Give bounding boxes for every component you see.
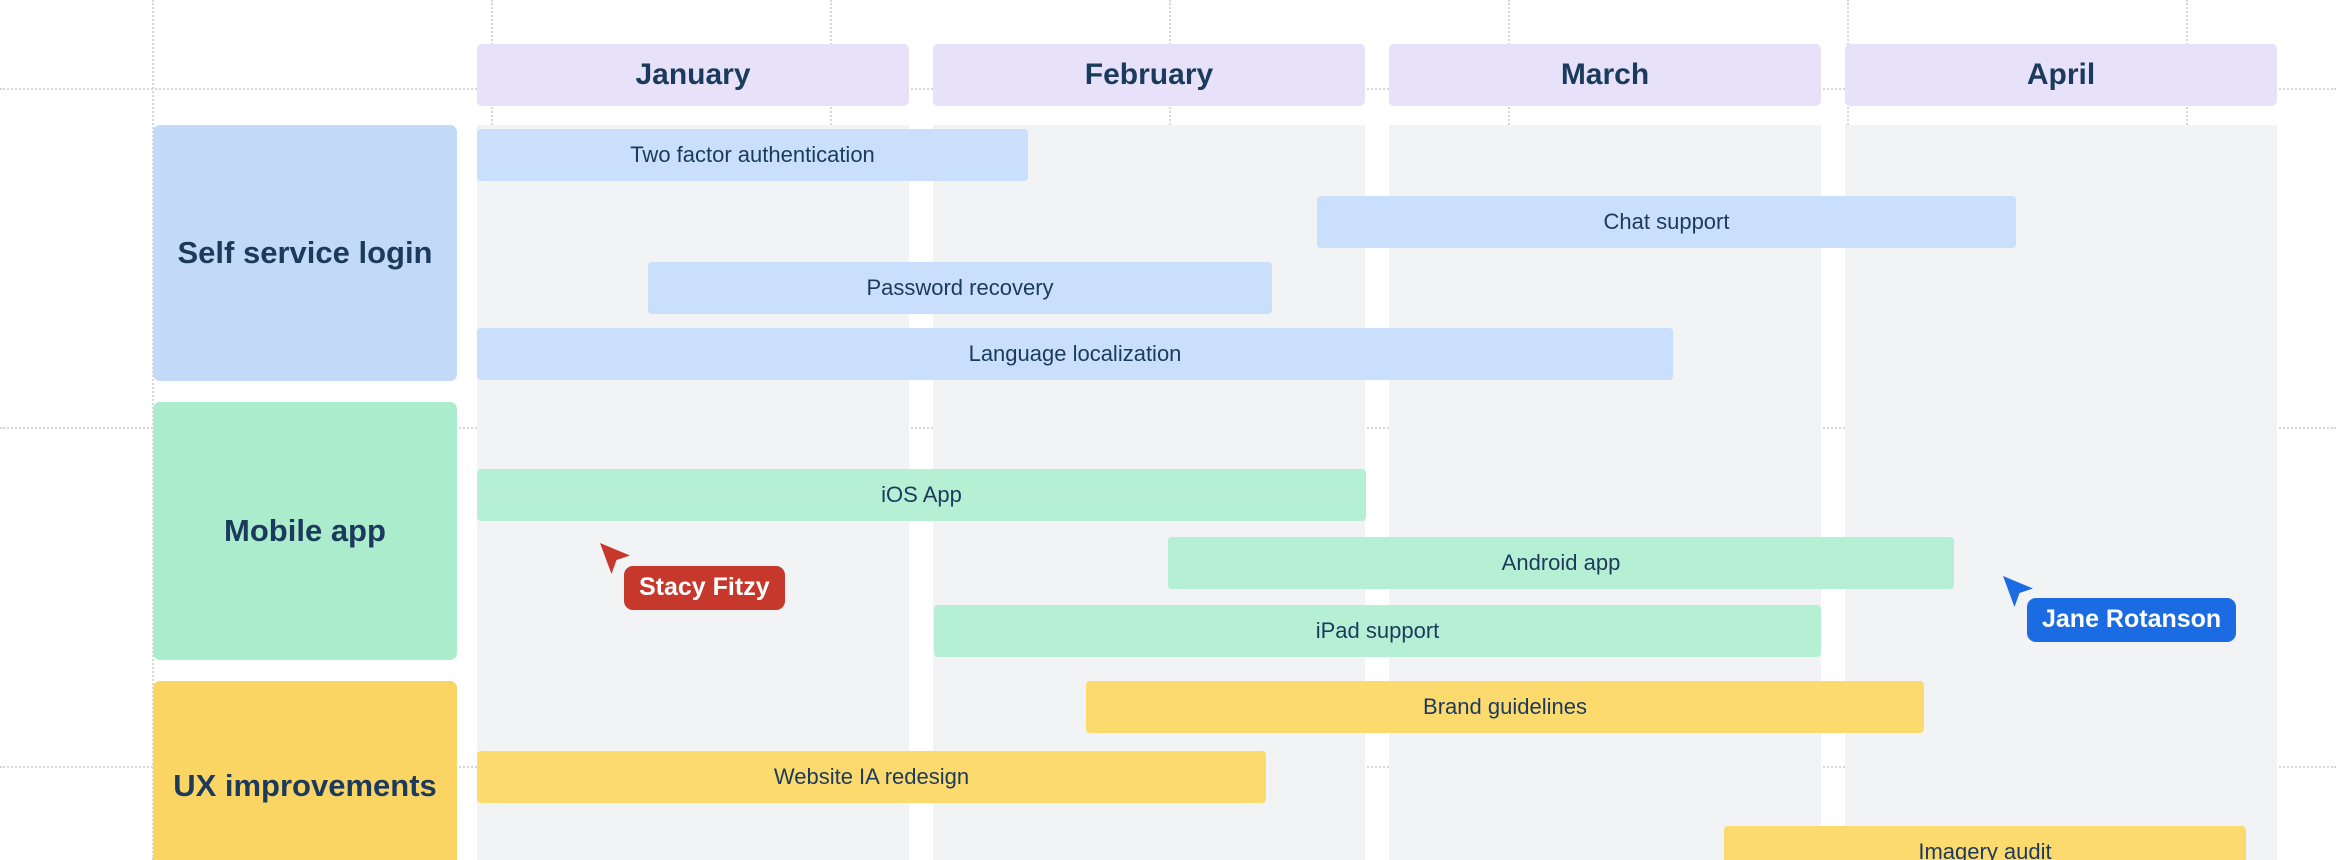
cursor-name-label: Jane Rotanson — [2042, 605, 2222, 633]
task-bar[interactable]: iPad support — [934, 605, 1821, 657]
task-bar[interactable]: Brand guidelines — [1086, 681, 1924, 733]
task-bar[interactable]: Password recovery — [648, 262, 1272, 314]
month-header-march[interactable]: March — [1389, 44, 1821, 106]
month-header-january[interactable]: January — [477, 44, 909, 106]
cursor-name-label: Stacy Fitzy — [639, 573, 770, 601]
month-header-label: April — [2026, 58, 2096, 91]
task-bar-label: Password recovery — [866, 275, 1054, 300]
task-bar-label: Two factor authentication — [630, 142, 875, 167]
task-bar[interactable]: Chat support — [1317, 196, 2016, 248]
month-header-label: February — [1084, 58, 1214, 91]
task-bar-label: iPad support — [1315, 618, 1440, 643]
task-bar[interactable]: Website IA redesign — [477, 751, 1266, 803]
category-label: Mobile app — [224, 512, 386, 548]
cursor-name-tag: Jane Rotanson — [2027, 598, 2237, 642]
cursor-arrow-icon — [600, 543, 630, 574]
task-bar[interactable]: Language localization — [477, 328, 1673, 380]
category-box-blue[interactable]: Self service login — [153, 125, 457, 381]
month-header-label: March — [1560, 58, 1650, 91]
task-bar[interactable]: iOS App — [477, 469, 1366, 521]
category-box-green[interactable]: Mobile app — [153, 402, 457, 660]
task-bar[interactable]: Imagery audit — [1724, 826, 2246, 860]
category-label: Self service login — [177, 234, 433, 270]
task-bar-label: Imagery audit — [1918, 839, 2052, 860]
category-label: UX improvements — [173, 767, 437, 803]
task-bar-label: Chat support — [1603, 209, 1730, 234]
month-header-label: January — [635, 58, 751, 91]
task-bar-label: Android app — [1501, 550, 1621, 575]
cursor-arrow-icon — [2003, 576, 2033, 607]
task-bar-label: Brand guidelines — [1423, 694, 1587, 719]
task-bar-label: iOS App — [881, 482, 962, 507]
task-bar[interactable]: Android app — [1168, 537, 1954, 589]
task-bar-label: Language localization — [968, 341, 1182, 366]
task-bar[interactable]: Two factor authentication — [477, 129, 1028, 181]
task-bar-label: Website IA redesign — [773, 764, 970, 789]
month-header-february[interactable]: February — [933, 44, 1365, 106]
category-box-yellow[interactable]: UX improvements — [153, 681, 457, 860]
cursor-name-tag: Stacy Fitzy — [624, 566, 785, 610]
month-header-april[interactable]: April — [1845, 44, 2277, 106]
